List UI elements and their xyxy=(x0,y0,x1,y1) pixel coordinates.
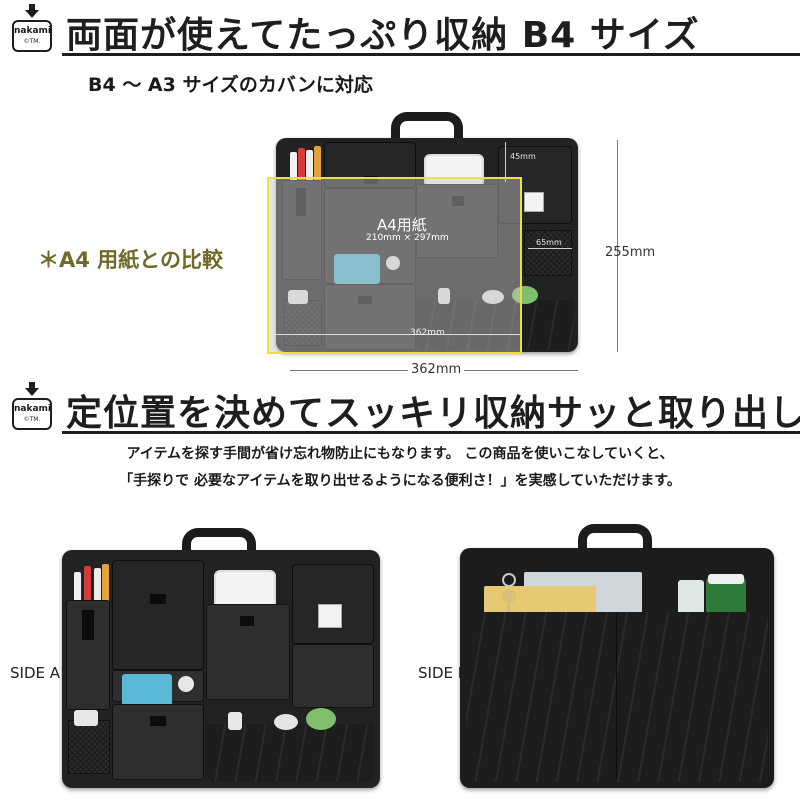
bag-handle xyxy=(578,524,652,558)
side-b-label: SIDE B xyxy=(418,664,469,682)
header-rule xyxy=(62,53,800,56)
a4-comparison-label: ＊A4 用紙との比較 xyxy=(38,248,223,272)
pen xyxy=(314,146,321,188)
phone xyxy=(424,154,484,188)
a4-label: A4用紙 xyxy=(377,216,427,234)
pen xyxy=(74,572,81,606)
earphones xyxy=(178,676,194,692)
section2-header: nakami ©TM. 定位置を決めてスッキリ収納サッと取り出し xyxy=(0,378,800,434)
pen xyxy=(94,568,101,606)
velcro-strap xyxy=(82,610,94,640)
cable-roll xyxy=(274,714,298,730)
download-arrow-icon xyxy=(25,4,39,18)
earphones xyxy=(386,256,400,270)
full-width-pocket xyxy=(466,612,768,782)
section2-title: 定位置を決めてスッキリ収納サッと取り出し xyxy=(66,393,800,434)
bottom-pocket xyxy=(206,724,374,782)
a4-size: 210mm × 297mm xyxy=(366,233,449,243)
bottom-pocket xyxy=(416,300,574,350)
dim-line xyxy=(528,248,572,249)
adapter xyxy=(438,288,450,304)
description-line-2: 「手探りで 必要なアイテムを取り出せるようになる便利さ！」を実感していただけます… xyxy=(119,473,681,489)
pen xyxy=(102,564,109,606)
flap-pocket xyxy=(112,560,204,670)
height-dim: 255mm xyxy=(605,245,656,260)
velcro-strap xyxy=(358,296,372,304)
velcro-strap xyxy=(296,188,306,216)
pocket-top-dim: 45mm xyxy=(510,152,536,161)
download-arrow-icon xyxy=(25,382,39,396)
logo-brand: nakami xyxy=(14,26,52,36)
dim-line xyxy=(505,142,506,182)
usb-stick xyxy=(288,290,308,304)
velcro-strap xyxy=(150,594,166,604)
charger-cube xyxy=(122,674,172,706)
mesh-pocket xyxy=(68,720,110,774)
charger-cube xyxy=(334,254,380,284)
lower-pocket xyxy=(112,704,204,780)
pocket-divider xyxy=(616,614,617,780)
description-line-1: アイテムを探す手間が省け忘れ物防止にもなります。 この商品を使いこなしていくと、 xyxy=(126,446,674,462)
pen xyxy=(84,566,91,606)
phone xyxy=(214,570,276,610)
nakami-logo: nakami ©TM. xyxy=(12,4,52,54)
velcro-strap xyxy=(240,616,254,626)
mesh-pocket xyxy=(524,230,572,276)
tape-roll xyxy=(306,708,336,730)
bag-handle xyxy=(391,112,463,142)
inner-dimension-line xyxy=(274,334,520,335)
usb-stick xyxy=(74,710,98,726)
header-rule xyxy=(62,431,800,434)
side-a-label: SIDE A xyxy=(10,664,61,682)
side-pocket xyxy=(292,644,374,708)
inner-width-dim: 362mm xyxy=(410,328,445,338)
brand-tag xyxy=(318,604,342,628)
section1-subtitle: B4 〜 A3 サイズのカバンに対応 xyxy=(88,74,373,96)
cable-roll xyxy=(482,290,504,304)
mesh-pocket xyxy=(284,300,322,346)
velcro-strap xyxy=(364,176,378,184)
logo-mark: ©TM. xyxy=(23,38,41,45)
a4-overlay xyxy=(267,177,522,354)
bag-handle xyxy=(182,528,256,562)
brand-tag xyxy=(524,192,544,212)
height-dimension-line xyxy=(617,140,618,352)
section1-title: 両面が使えてたっぷり収納 B4 サイズ xyxy=(66,15,700,56)
pocket-side-dim: 65mm xyxy=(536,238,562,247)
velcro-strap xyxy=(150,716,166,726)
adapter xyxy=(228,712,242,730)
adapter xyxy=(678,580,704,616)
section1-header: nakami ©TM. 両面が使えてたっぷり収納 B4 サイズ xyxy=(0,0,800,56)
lower-pocket xyxy=(324,284,416,350)
pen xyxy=(290,152,297,188)
dispenser-cap xyxy=(708,574,744,584)
velcro-strap xyxy=(452,196,464,206)
width-dim: 362mm xyxy=(408,362,465,377)
tape-roll xyxy=(512,286,538,304)
logo-brand: nakami xyxy=(14,404,52,414)
pen xyxy=(306,150,313,188)
nakami-logo: nakami ©TM. xyxy=(12,382,52,432)
pen xyxy=(298,148,305,188)
logo-mark: ©TM. xyxy=(23,416,41,423)
